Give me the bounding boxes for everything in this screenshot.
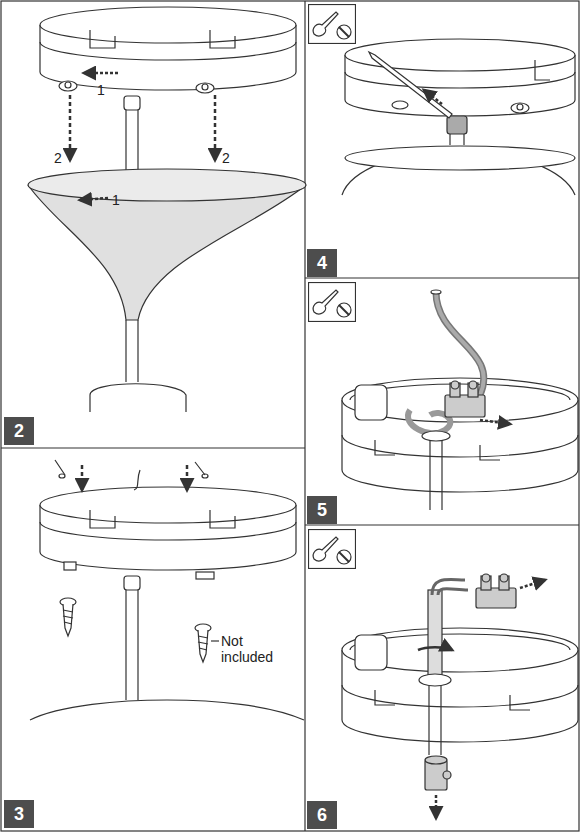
note-label: Not included: [220, 633, 298, 665]
callout-number: 1: [97, 82, 105, 98]
callout-number: 1: [112, 192, 120, 208]
step-number: 2: [4, 417, 34, 445]
step-number: 5: [307, 496, 337, 524]
step-number: 6: [307, 801, 337, 829]
callout-number: 2: [54, 150, 62, 166]
step-number: 3: [4, 800, 34, 828]
callout-number: 2: [222, 150, 230, 166]
step-number: 4: [307, 249, 337, 277]
